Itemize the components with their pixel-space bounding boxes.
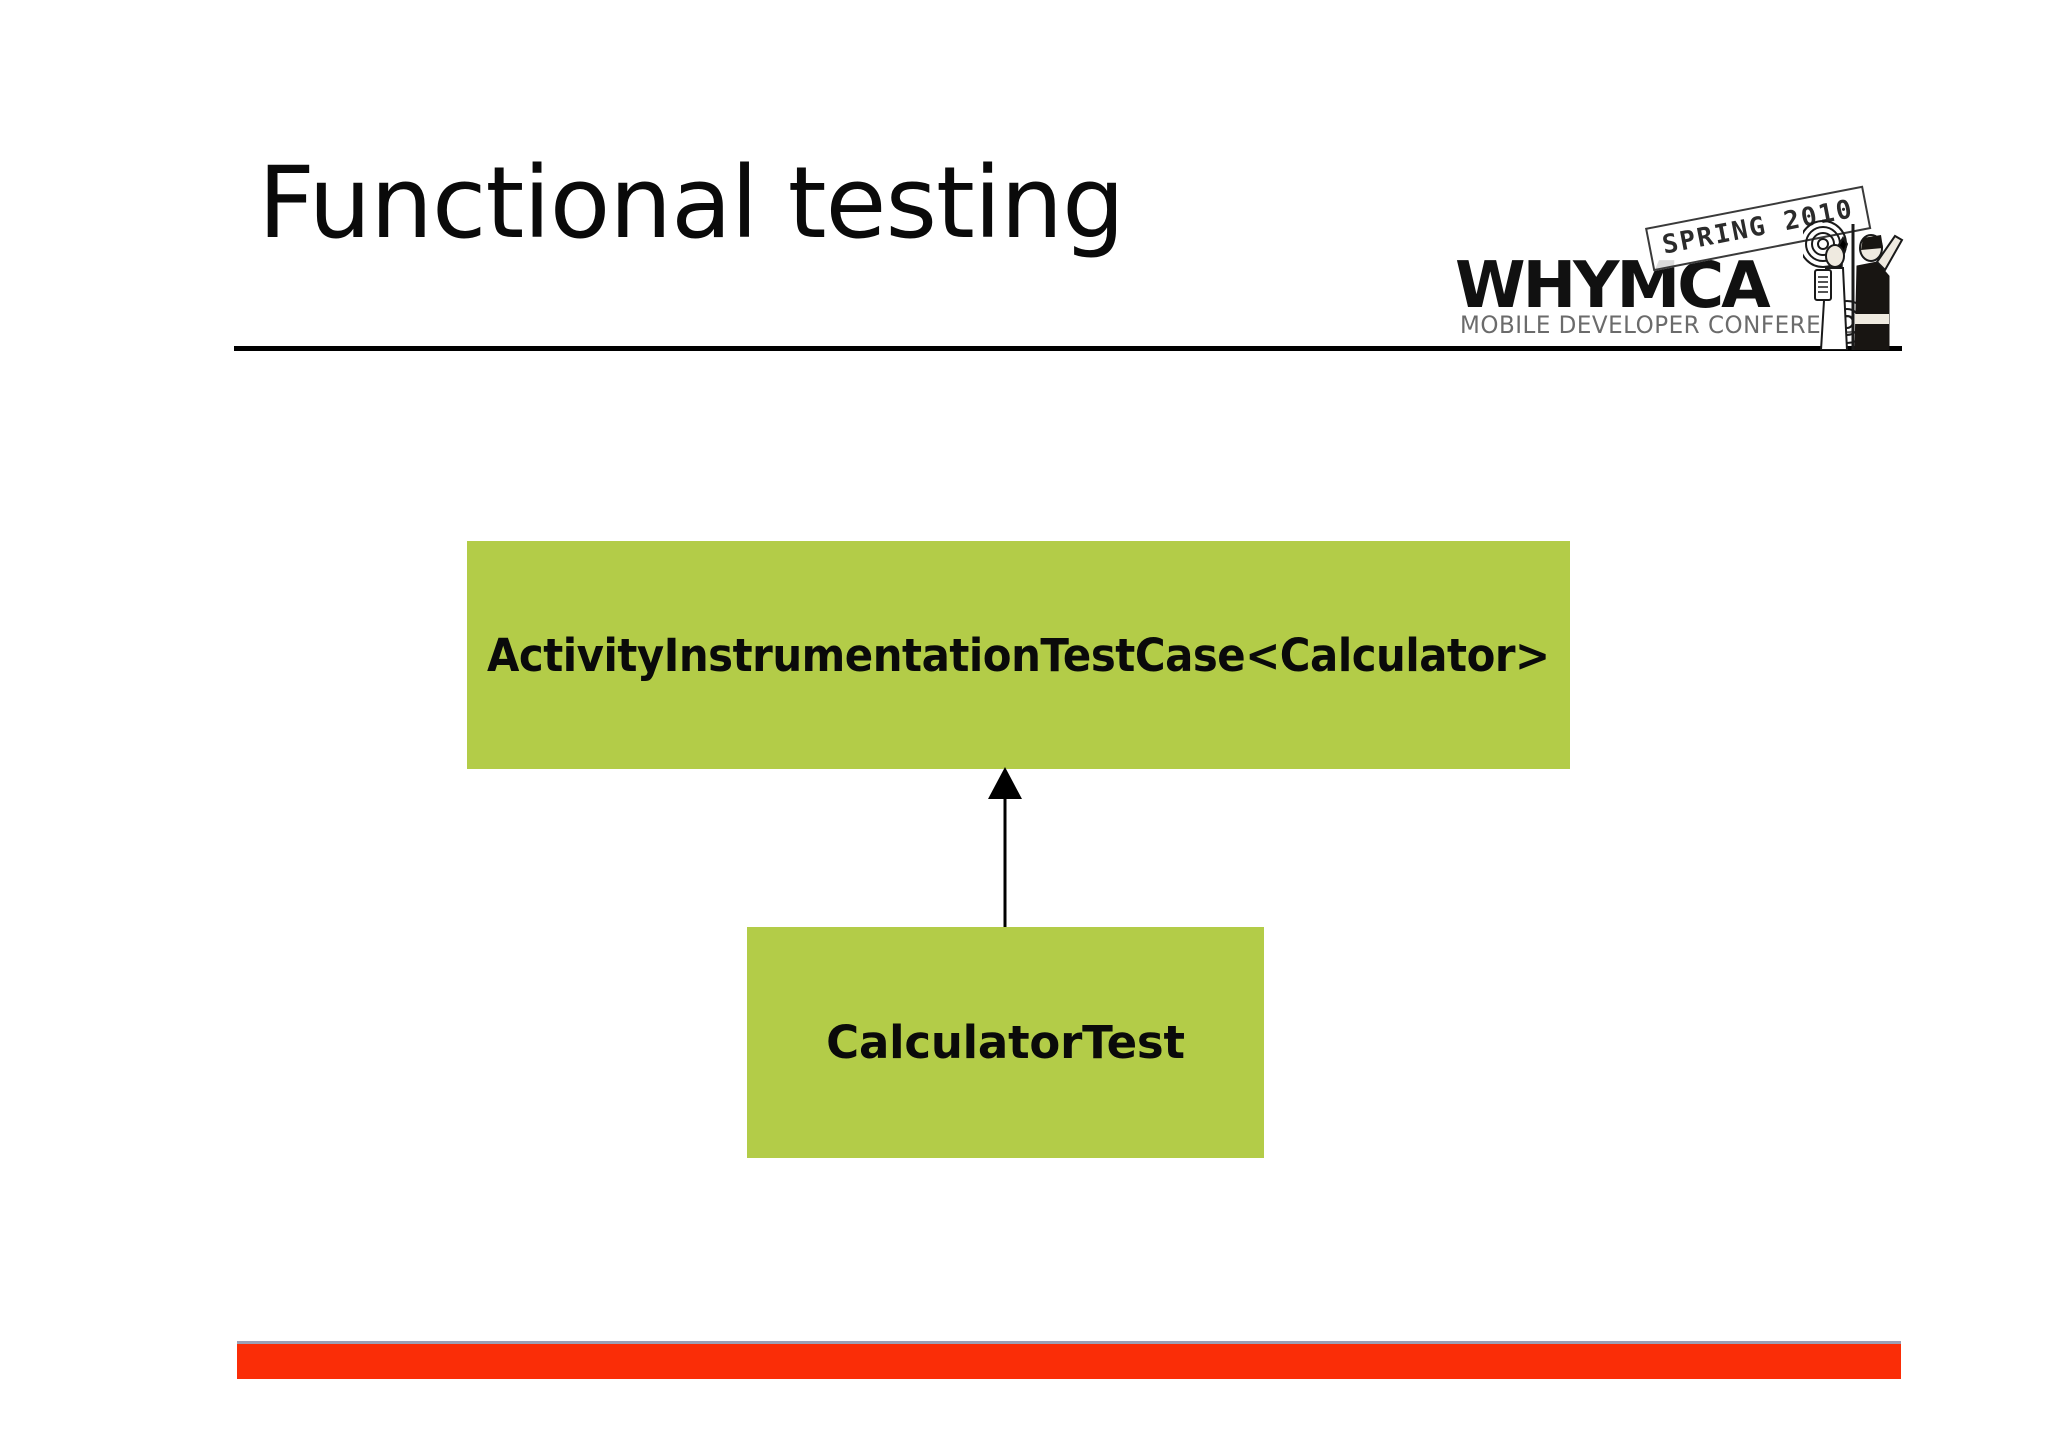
page-title: Functional testing (258, 146, 1125, 261)
inheritance-arrow-icon (970, 765, 1040, 935)
footer-accent-bar (237, 1341, 1901, 1379)
whymca-wordmark: WHYMCA (1455, 249, 1771, 323)
uml-class-label-subclass: CalculatorTest (826, 1016, 1185, 1069)
whymca-tagline: MOBILE DEVELOPER CONFERENCE (1460, 311, 1871, 340)
uml-class-label-superclass: ActivityInstrumentationTestCase<Calculat… (487, 628, 1550, 682)
uml-class-box-superclass: ActivityInstrumentationTestCase<Calculat… (467, 541, 1570, 769)
uml-class-box-subclass: CalculatorTest (747, 927, 1264, 1158)
conference-illustration-icon (1803, 218, 1907, 350)
whymca-logo: WHYMCA MOBILE DEVELOPER CONFERENCE SPRIN… (1455, 185, 1905, 350)
title-divider (234, 346, 1902, 351)
